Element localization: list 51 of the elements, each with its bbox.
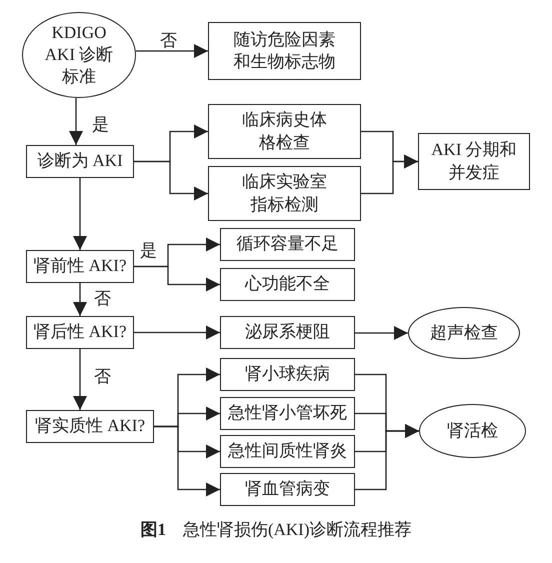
node-text: 肾血管病变 [245, 478, 330, 500]
arrow [355, 326, 408, 340]
node-text: 超声检查 [430, 322, 498, 344]
edge-label: 否 [160, 32, 177, 49]
node-text: 诊断为 AKI [37, 150, 123, 172]
process-box [220, 228, 355, 261]
arrow [136, 44, 208, 58]
process-box [220, 358, 355, 391]
node-text: 心功能不全 [245, 273, 330, 296]
process-box [220, 268, 355, 301]
node-text: 临床病史体格检查 [241, 109, 328, 154]
arrow [154, 426, 220, 496]
arrow [355, 424, 419, 490]
process-box [220, 435, 355, 468]
node-text: 肾小球疾病 [245, 363, 330, 386]
arrow [361, 154, 418, 194]
edge-label: 否 [94, 290, 111, 307]
edge-label: 否 [94, 368, 111, 385]
process-box [208, 166, 361, 221]
node-text: KDIGO AKI 诊断标准 [44, 22, 114, 88]
node-text: 急性肾小管坏死 [228, 402, 347, 424]
edge-label: 是 [92, 116, 109, 133]
node-text: 临床实验室指标检测 [241, 171, 328, 216]
node-text: 肾实质性 AKI? [34, 415, 145, 438]
node-text: AKI 分期和并发症 [430, 139, 518, 184]
arrow [134, 266, 220, 292]
process-box [26, 410, 154, 443]
edge-label: 是 [140, 242, 157, 259]
arrow [73, 349, 87, 410]
process-box [26, 316, 134, 349]
process-box [208, 22, 361, 80]
node-text: 循环容量不足 [236, 233, 338, 256]
node-text: 随访危险因素和生物标志物 [232, 28, 336, 73]
process-box [26, 250, 134, 283]
arrow [134, 326, 220, 340]
node-text: 肾活检 [447, 420, 498, 442]
process-box [220, 316, 355, 349]
arrow [69, 98, 83, 145]
process-box [26, 145, 134, 178]
process-box [220, 397, 355, 430]
arrow [73, 283, 87, 316]
process-box [208, 104, 361, 159]
arrow [134, 160, 208, 200]
node-text: 肾前性 AKI? [33, 255, 126, 278]
node-text: 急性间质性肾炎 [228, 440, 347, 462]
process-box [418, 133, 530, 190]
node-text: 肾后性 AKI? [33, 321, 126, 344]
node-text: 泌尿系梗阻 [245, 321, 330, 344]
figure-caption: 图1 急性肾损伤(AKI)诊断流程推荐 [139, 519, 413, 541]
arrow [73, 178, 87, 250]
process-box [220, 473, 355, 506]
